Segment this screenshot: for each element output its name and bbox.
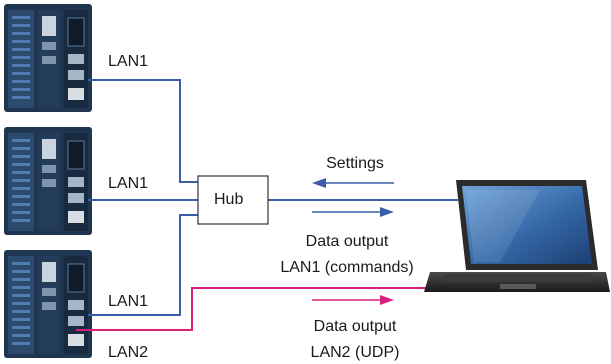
settings-label: Settings bbox=[326, 155, 384, 172]
device-3-lan1-label: LAN1 bbox=[108, 293, 149, 310]
data-output-lan1-label-line1: Data output bbox=[305, 233, 389, 250]
laptop bbox=[424, 180, 610, 292]
device-3-lan2-label: LAN2 bbox=[108, 344, 149, 361]
data-output-lan2-label-line2: LAN2 (UDP) bbox=[310, 344, 400, 361]
hub-box bbox=[197, 175, 269, 225]
data-output-lan2-label-line1: Data output bbox=[313, 318, 397, 335]
device-2-lan1-label: LAN1 bbox=[108, 175, 149, 192]
lan1-cable-device-1 bbox=[88, 79, 198, 183]
hub-label: Hub bbox=[214, 191, 244, 208]
device-1-lan1-label: LAN1 bbox=[108, 53, 149, 70]
settings-arrow bbox=[312, 178, 394, 188]
data-output-lan1-label-line2: LAN1 (commands) bbox=[280, 259, 414, 276]
data-output-lan2-arrow bbox=[312, 295, 394, 305]
lan1-cable-device-3 bbox=[88, 214, 198, 316]
arrows bbox=[312, 178, 394, 305]
lan2-cable bbox=[76, 287, 437, 331]
data-output-lan1-arrow bbox=[312, 207, 394, 217]
logger-device-2 bbox=[3, 126, 93, 236]
lan1-cables bbox=[88, 79, 458, 316]
logger-device-3 bbox=[3, 249, 93, 359]
logger-device-1 bbox=[3, 3, 93, 113]
